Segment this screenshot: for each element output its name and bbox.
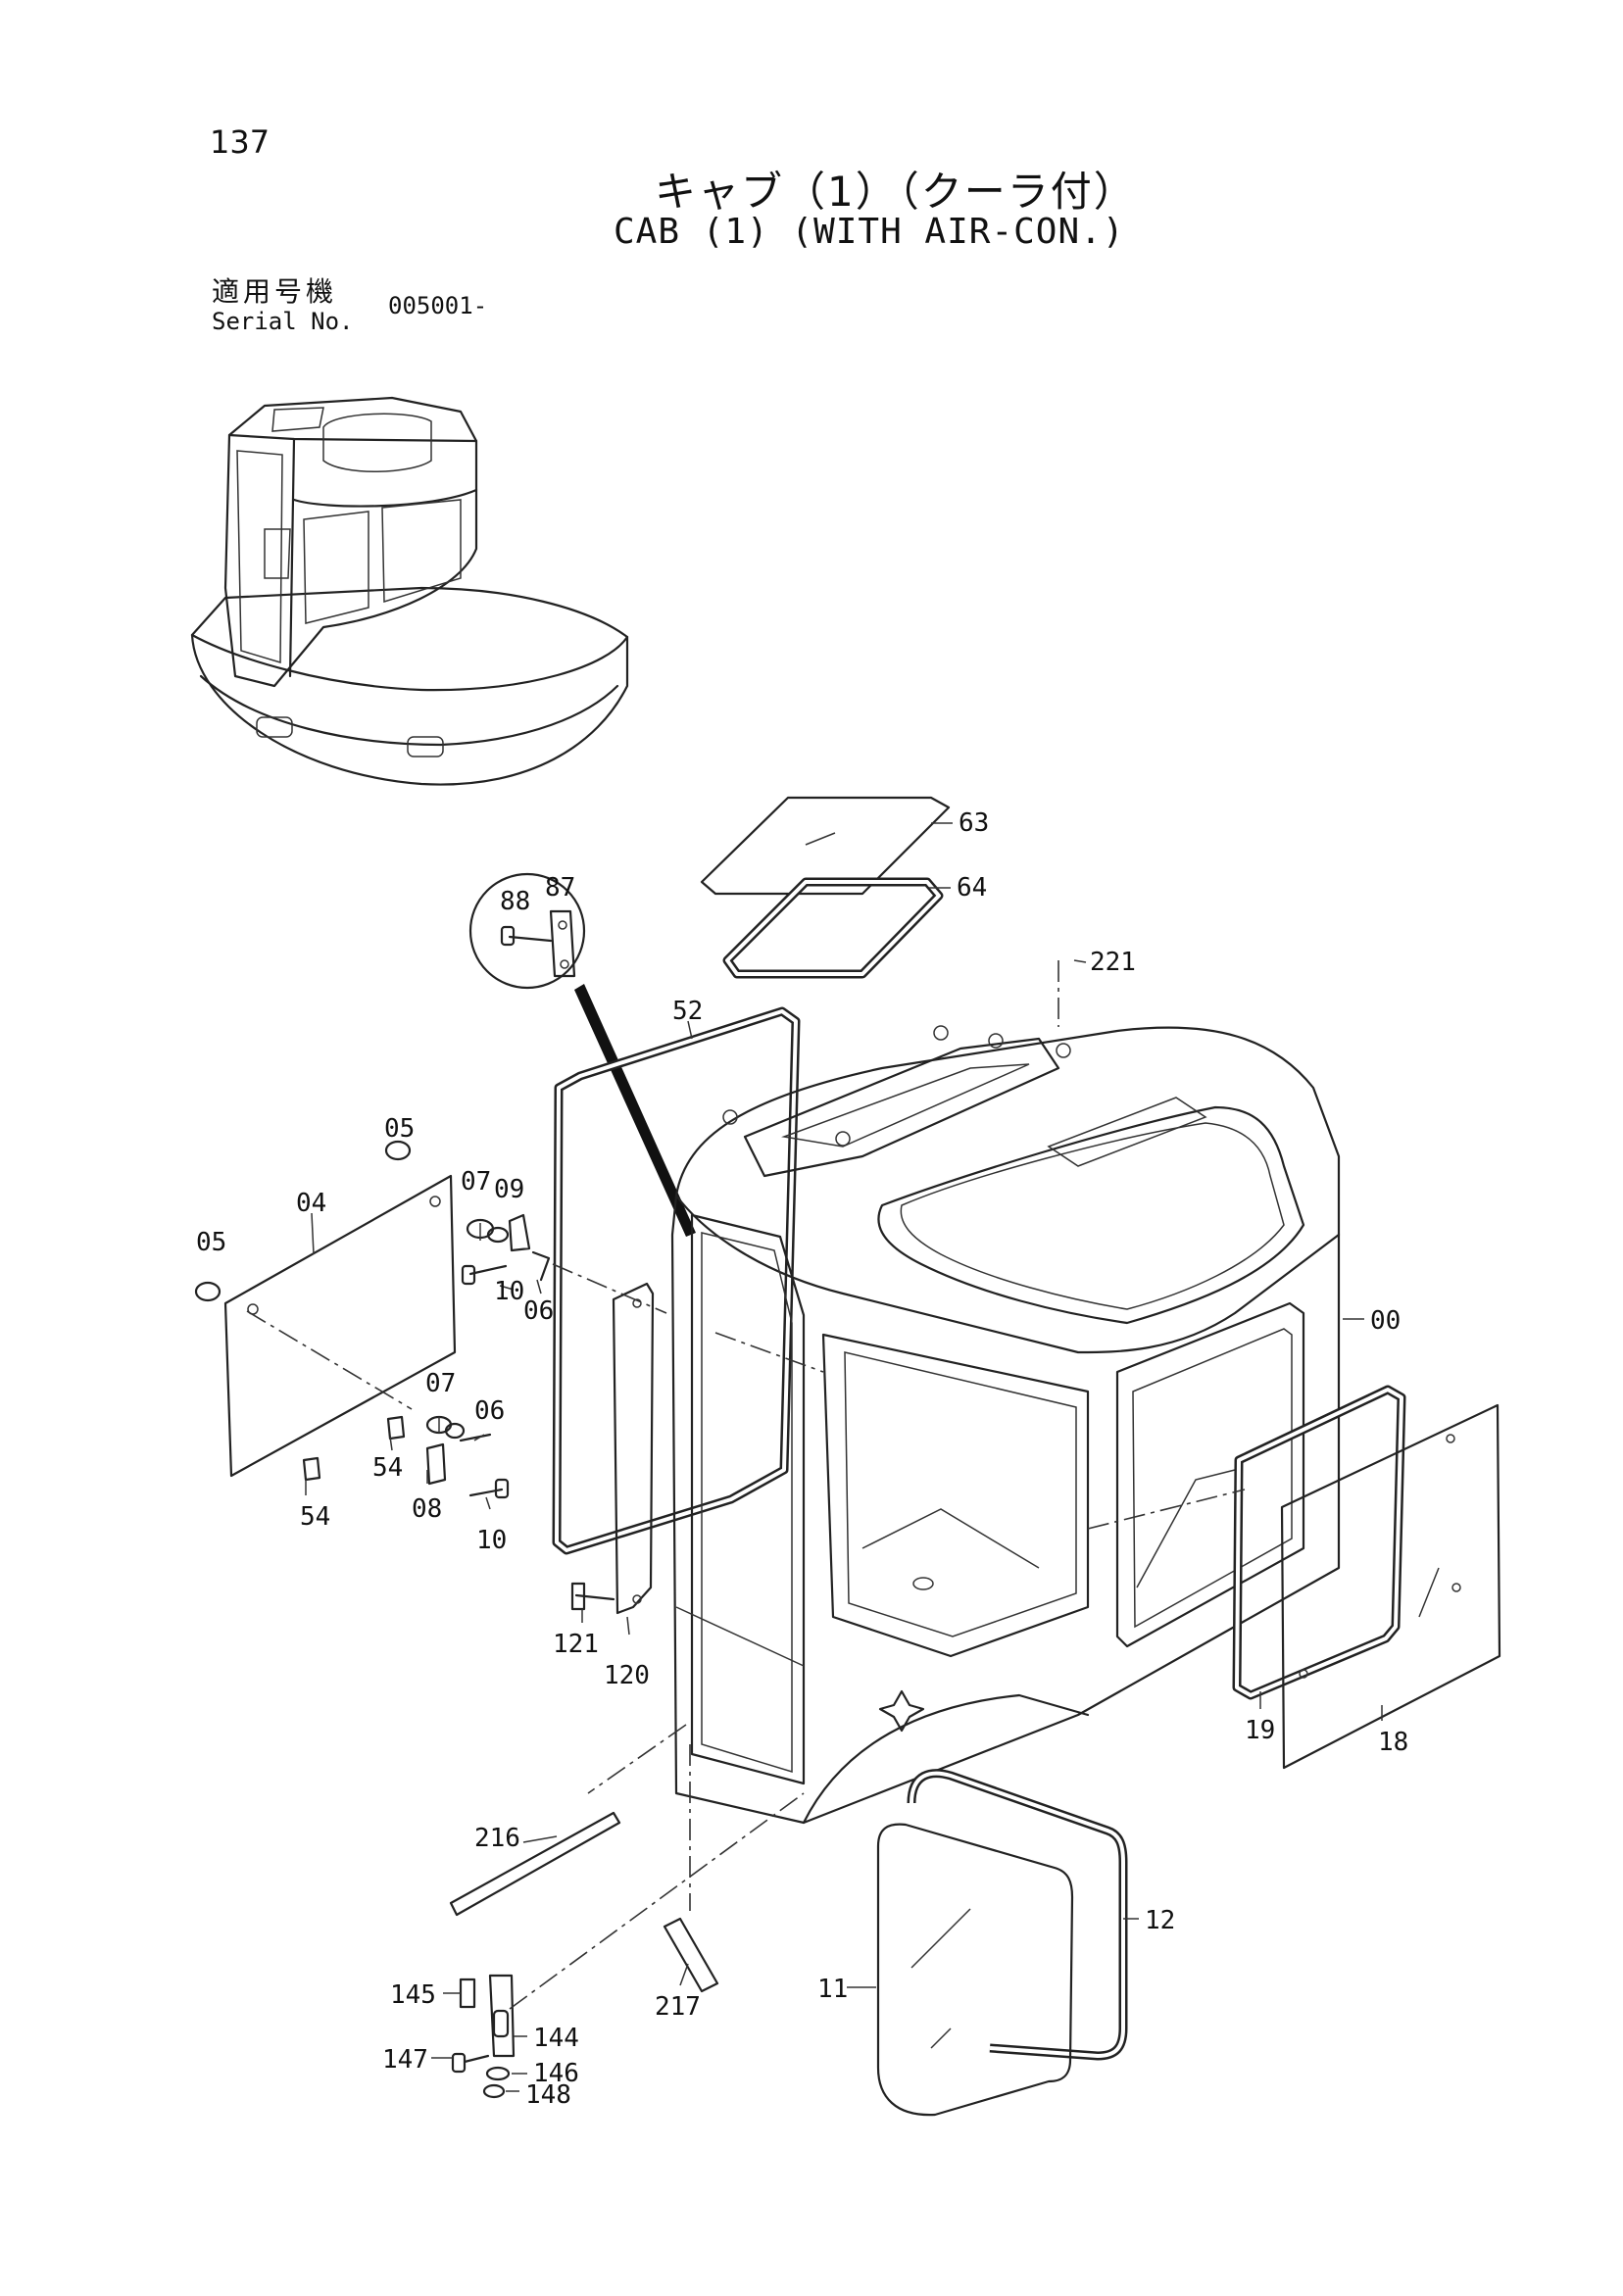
part-label-54-right: 54 bbox=[372, 1453, 403, 1483]
part-label-87: 87 bbox=[545, 873, 575, 903]
part-label-146: 146 bbox=[533, 2059, 579, 2088]
part-18-side-glass bbox=[1280, 1403, 1501, 1770]
part-12-door-seal bbox=[907, 1769, 1128, 2061]
part-label-216: 216 bbox=[474, 1824, 520, 1853]
part-label-63: 63 bbox=[959, 808, 989, 838]
hinge-assembly bbox=[451, 1974, 516, 2099]
part-label-221: 221 bbox=[1090, 948, 1136, 977]
part-label-19: 19 bbox=[1245, 1716, 1275, 1745]
part-label-148: 148 bbox=[525, 2080, 571, 2110]
part-label-00: 00 bbox=[1370, 1306, 1401, 1336]
part-216-strip bbox=[449, 1811, 621, 1917]
part-label-10-lower: 10 bbox=[476, 1526, 507, 1555]
part-05-grommets bbox=[194, 1140, 412, 1302]
part-label-52: 52 bbox=[672, 997, 703, 1026]
part-label-217: 217 bbox=[655, 1992, 701, 2022]
part-64-roof-seal bbox=[722, 877, 944, 979]
part-label-144: 144 bbox=[533, 2024, 579, 2053]
assembly-lines bbox=[246, 960, 1246, 2010]
part-120-grab-handle bbox=[612, 1282, 655, 1615]
part-label-145: 145 bbox=[390, 1980, 436, 2010]
part-00-cab-body bbox=[670, 1025, 1341, 1825]
part-label-147: 147 bbox=[382, 2045, 428, 2075]
part-label-08: 08 bbox=[412, 1494, 442, 1524]
leader-lines bbox=[305, 822, 1383, 2092]
fastener-group-upper bbox=[461, 1213, 551, 1286]
part-121-bolt bbox=[570, 1582, 615, 1611]
part-label-121: 121 bbox=[553, 1630, 599, 1659]
part-label-120: 120 bbox=[604, 1661, 650, 1690]
part-label-11: 11 bbox=[817, 1975, 848, 2004]
page-title-english: CAB (1) (WITH AIR-CON.) bbox=[614, 212, 1125, 252]
part-label-12: 12 bbox=[1145, 1906, 1175, 1935]
part-11-door-glass bbox=[876, 1823, 1074, 2117]
part-label-07-upper: 07 bbox=[461, 1167, 491, 1197]
page-number: 137 bbox=[210, 123, 270, 161]
part-04-panel bbox=[223, 1174, 457, 1478]
part-label-07-lower: 07 bbox=[425, 1369, 456, 1398]
part-label-06-lower: 06 bbox=[474, 1396, 505, 1426]
part-label-06-upper: 06 bbox=[523, 1296, 554, 1326]
part-label-18: 18 bbox=[1378, 1728, 1408, 1757]
serial-label-japanese: 適用号機 bbox=[212, 275, 338, 308]
serial-number-value: 005001- bbox=[388, 292, 488, 319]
page-title-japanese: キャブ（1）（クーラ付） bbox=[655, 168, 1137, 216]
part-52-door-seal bbox=[552, 1006, 801, 1555]
part-label-10-upper: 10 bbox=[494, 1277, 524, 1306]
serial-label-english: Serial No. bbox=[212, 308, 354, 335]
part-label-88: 88 bbox=[500, 887, 530, 916]
part-label-54-left: 54 bbox=[300, 1502, 330, 1532]
part-63-roof-window bbox=[700, 796, 951, 896]
detail-circle-87-88 bbox=[468, 872, 696, 1237]
part-label-04: 04 bbox=[296, 1189, 326, 1218]
part-217-strip bbox=[663, 1917, 719, 1993]
fastener-group-lower bbox=[302, 1415, 510, 1499]
part-label-64: 64 bbox=[957, 873, 987, 903]
part-labels: 63 64 221 88 87 52 05 05 04 07 09 10 06 … bbox=[196, 808, 1408, 2110]
overview-machine-illustration bbox=[190, 396, 629, 786]
part-19-side-seal bbox=[1232, 1385, 1406, 1700]
part-label-05-upper: 05 bbox=[384, 1114, 415, 1144]
part-label-05-left: 05 bbox=[196, 1228, 226, 1257]
part-label-09: 09 bbox=[494, 1175, 524, 1204]
